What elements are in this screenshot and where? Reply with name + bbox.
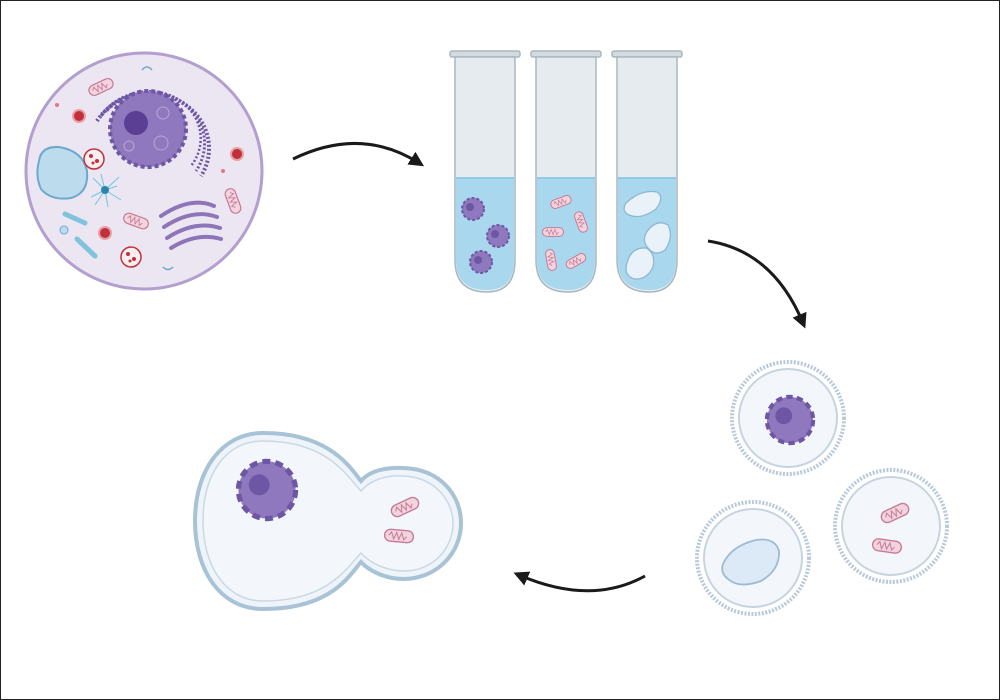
peroxisome-icon: [98, 226, 112, 240]
cytoskeleton: [62, 211, 98, 259]
fused-nucleus: [238, 461, 295, 518]
fused-cell: [192, 430, 464, 612]
isolated-mitochondrion: [541, 227, 565, 237]
arrow-to-tubes: [292, 142, 425, 167]
source-cell: [24, 51, 264, 291]
peroxisome-icon: [72, 109, 86, 123]
nucleolus: [124, 111, 148, 135]
arrow-to-fusion: [513, 571, 646, 593]
isolated-nucleus: [461, 197, 485, 221]
fused-mitochondrion: [383, 528, 415, 544]
test-tube-mitochondria: [530, 50, 602, 293]
cell-nucleus: [108, 89, 188, 169]
test-tube-nuclei: [449, 50, 521, 293]
arrow-to-vesicles: [707, 239, 807, 329]
vesicle-mitochondria: [833, 468, 949, 584]
lysosome-icon: [83, 148, 105, 170]
isolated-vacuole: [623, 190, 662, 218]
vesicle-nucleus: [730, 360, 846, 476]
isolated-vacuole: [625, 247, 655, 280]
test-tube-vacuoles: [611, 50, 683, 293]
peroxisome-icon: [230, 147, 244, 161]
isolated-nucleus: [469, 250, 493, 274]
centrosome-icon: [90, 173, 122, 208]
golgi-apparatus: [159, 200, 223, 250]
vacuole-icon: [36, 145, 89, 200]
lysosome-icon: [120, 246, 142, 268]
isolated-nucleus: [486, 224, 510, 248]
vesicle-vacuole: [695, 500, 811, 616]
cell-membrane: [24, 51, 264, 291]
isolated-vacuole: [643, 222, 672, 254]
endoplasmic-reticulum: [95, 90, 212, 178]
